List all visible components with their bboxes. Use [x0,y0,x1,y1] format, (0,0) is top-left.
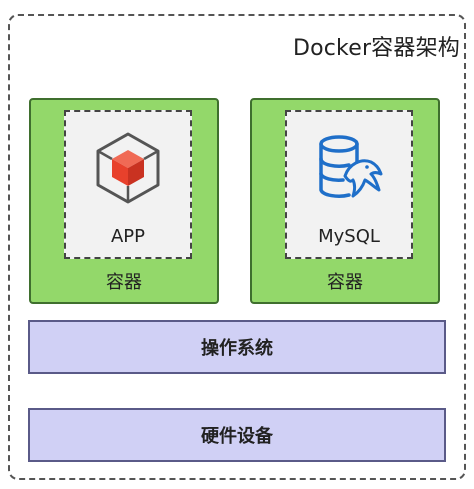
mysql-database-icon [287,128,411,208]
hardware-layer: 硬件设备 [28,408,446,462]
os-layer: 操作系统 [28,320,446,374]
app-box: APP [64,110,192,259]
hardware-layer-label: 硬件设备 [201,426,273,447]
diagram-title: Docker容器架构 [292,36,460,61]
app-label: APP [110,226,146,247]
mysql-label: MySQL [318,226,380,247]
container-label-left: 容器 [106,272,142,293]
mysql-box: MySQL [285,110,413,259]
cube-box-icon [66,128,190,208]
container-label-right: 容器 [327,272,363,293]
container-box-app: APP 容器 [29,98,219,304]
container-box-mysql: MySQL 容器 [250,98,440,304]
os-layer-label: 操作系统 [201,338,273,359]
